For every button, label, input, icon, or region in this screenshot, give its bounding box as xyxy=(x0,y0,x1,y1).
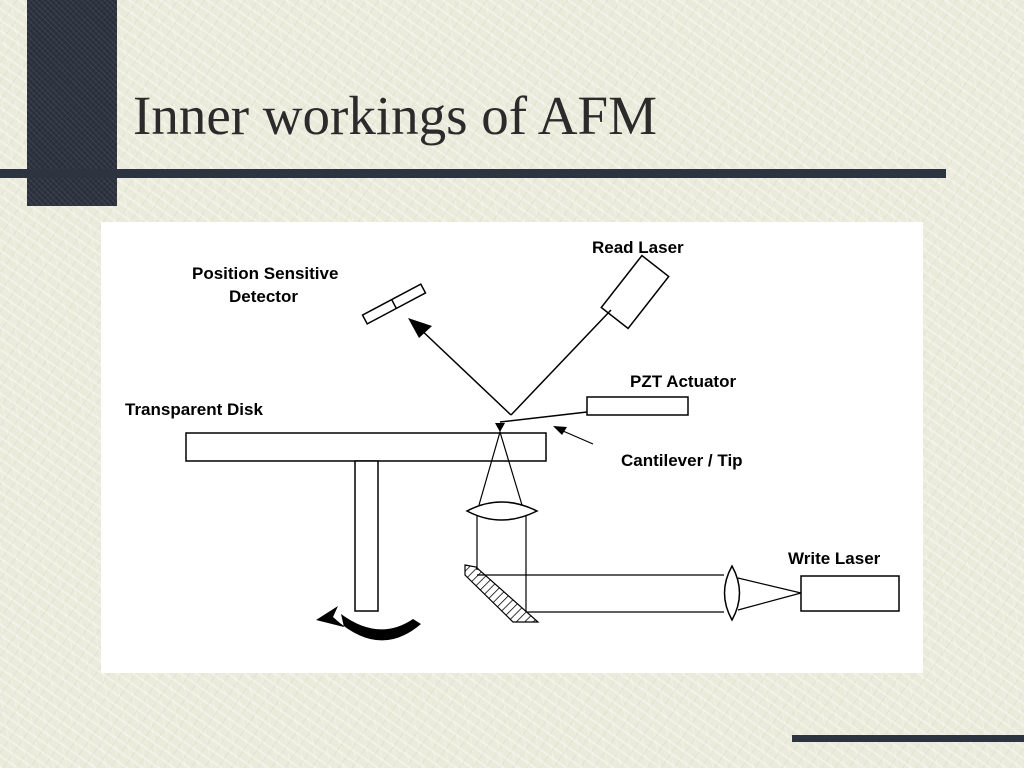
cantilever xyxy=(499,411,588,423)
label-cantilever-tip: Cantilever / Tip xyxy=(621,451,743,470)
objective-lens xyxy=(465,501,539,521)
reflected-beam xyxy=(416,325,512,416)
mirror xyxy=(464,564,540,623)
position-sensitive-detector xyxy=(361,283,427,325)
cantilever-pointer-arrowhead xyxy=(553,426,567,435)
label-position-sensitive: Position Sensitive xyxy=(192,264,338,283)
write-laser-beam-cone xyxy=(737,577,802,611)
label-pzt-actuator: PZT Actuator xyxy=(630,372,736,391)
tip xyxy=(495,423,505,432)
slide-title: Inner workings of AFM xyxy=(133,85,658,146)
pzt-actuator xyxy=(586,396,689,416)
label-transparent-disk: Transparent Disk xyxy=(125,400,263,419)
label-read-laser: Read Laser xyxy=(592,238,684,257)
label-write-laser: Write Laser xyxy=(788,549,881,568)
title-rule xyxy=(0,169,946,178)
bottom-rule xyxy=(792,735,1024,742)
reflected-beam-arrowhead xyxy=(408,318,432,338)
label-detector: Detector xyxy=(229,287,298,306)
afm-diagram-panel: Position Sensitive Detector Read Laser P… xyxy=(101,222,923,673)
focus-cone xyxy=(478,429,523,506)
write-laser-lens xyxy=(723,564,741,622)
cantilever-pointer xyxy=(562,430,594,445)
afm-diagram: Position Sensitive Detector Read Laser P… xyxy=(125,238,900,641)
spindle xyxy=(354,460,379,612)
write-laser xyxy=(800,575,900,612)
rotation-arrow xyxy=(316,606,421,641)
read-laser-beam xyxy=(510,309,612,416)
transparent-disk xyxy=(185,432,547,462)
read-laser xyxy=(600,254,670,330)
